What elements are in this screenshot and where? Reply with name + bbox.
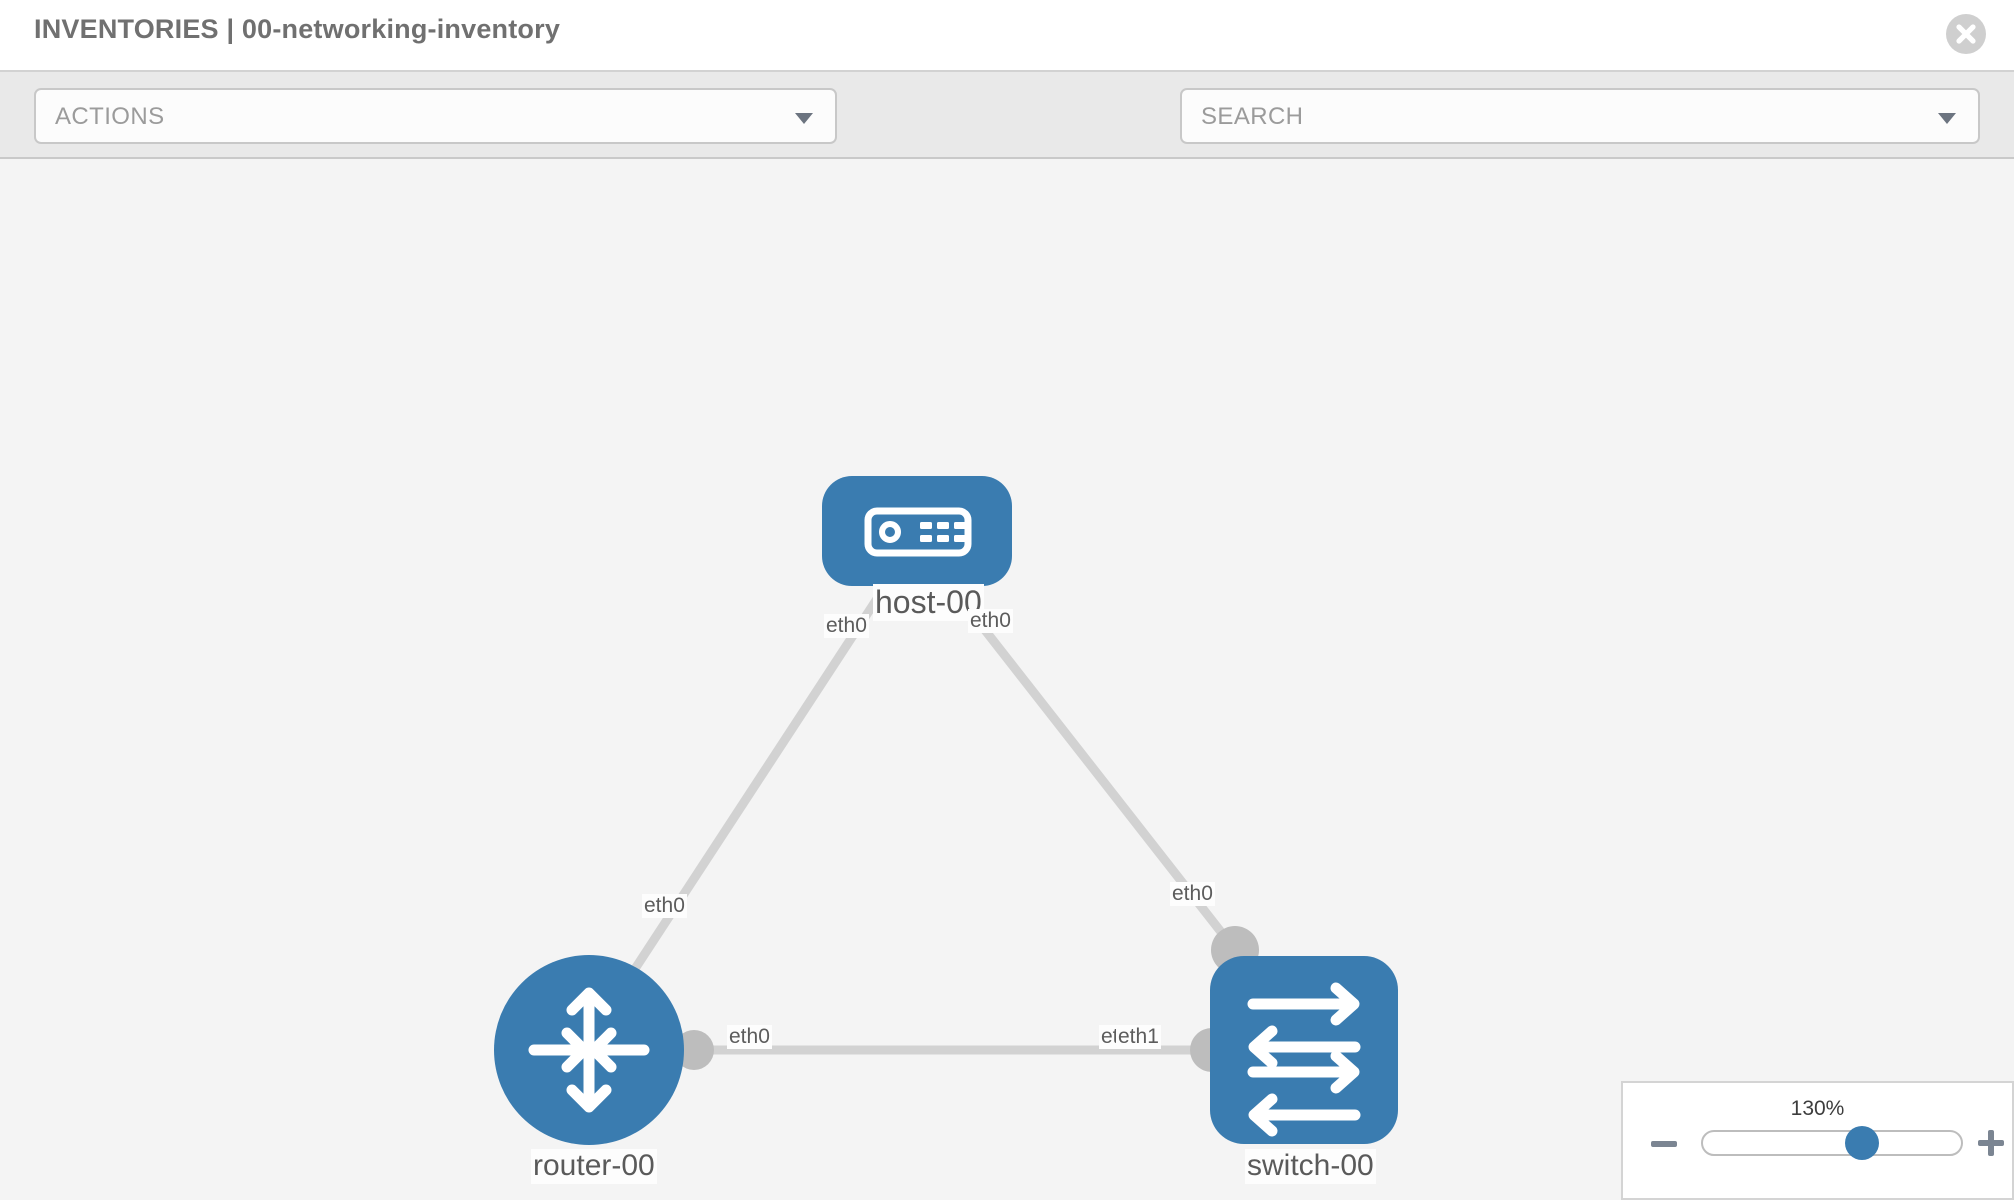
minus-icon[interactable]	[1651, 1141, 1677, 1147]
topology-graph	[494, 476, 1398, 1145]
iface-label-router-right: eth0	[727, 1025, 772, 1050]
node-label-switch: switch-00	[1245, 1149, 1376, 1184]
chevron-down-icon[interactable]	[1938, 113, 1956, 124]
connector-layer	[674, 557, 1259, 1072]
topology-canvas[interactable]: host-00 eth0 eth0 eth0 eth0 eth0 eth eth…	[0, 159, 2014, 1200]
switch-arrows-icon	[1247, 982, 1361, 1137]
actions-dropdown[interactable]: ACTIONS	[34, 88, 837, 144]
page-title: INVENTORIES | 00-networking-inventory	[34, 14, 561, 44]
iface-label-switch-up: eth0	[1170, 882, 1215, 907]
router-arrows-icon	[528, 987, 650, 1113]
link-host-router[interactable]	[608, 576, 894, 1007]
node-host-00[interactable]	[822, 476, 1012, 586]
close-icon[interactable]	[1946, 14, 1986, 54]
iface-label-router-up: eth0	[642, 894, 687, 919]
zoom-slider[interactable]	[1701, 1126, 1963, 1160]
server-icon	[864, 507, 972, 557]
connector-router-switch-left	[674, 1030, 714, 1070]
iface-label-host-right: eth0	[968, 609, 1013, 634]
node-router-00[interactable]	[494, 955, 684, 1145]
chevron-down-icon	[795, 113, 813, 124]
search-input[interactable]: SEARCH	[1180, 88, 1980, 144]
search-placeholder: SEARCH	[1201, 103, 1304, 130]
link-host-switch[interactable]	[941, 576, 1254, 972]
zoom-control-panel: 130%	[1621, 1081, 2014, 1200]
zoom-level-label: 130%	[1790, 1097, 1845, 1120]
iface-label-host-left: eth0	[824, 614, 869, 639]
actions-dropdown-label: ACTIONS	[55, 103, 165, 130]
toolbar: ACTIONS SEARC	[0, 70, 2014, 199]
node-switch-00[interactable]	[1210, 956, 1398, 1144]
node-label-router: router-00	[531, 1149, 657, 1184]
link-layer	[608, 576, 1254, 1055]
node-label-host: host-00	[873, 584, 984, 621]
plus-icon[interactable]	[1978, 1130, 2004, 1156]
iface-label-switch-left: eth1	[1116, 1025, 1161, 1050]
header-bar: INVENTORIES | 00-networking-inventory	[0, 0, 2014, 70]
zoom-slider-handle[interactable]	[1845, 1126, 1879, 1160]
